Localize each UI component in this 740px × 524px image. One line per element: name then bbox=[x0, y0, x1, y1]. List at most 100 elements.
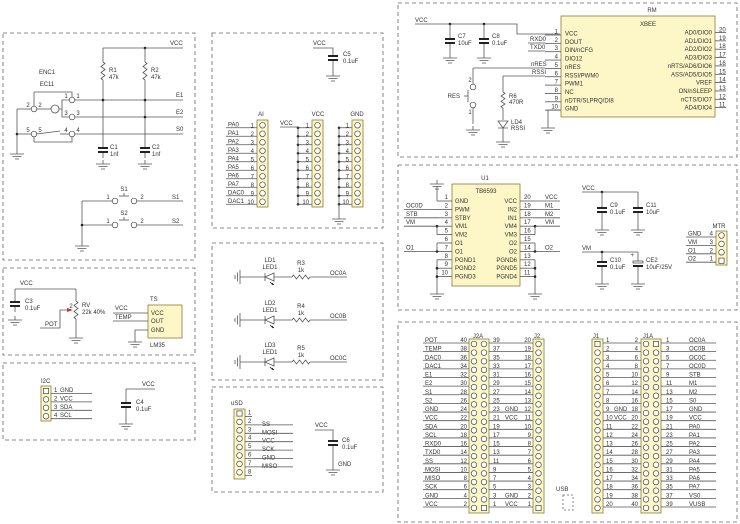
pin-circle-icon bbox=[236, 427, 243, 434]
pin-number: 13 bbox=[606, 442, 613, 448]
pin-number: 10 bbox=[247, 200, 254, 206]
pin-number: 26 bbox=[460, 398, 467, 404]
ground-icon bbox=[595, 229, 609, 236]
junction-dot bbox=[80, 223, 84, 227]
pin-circle-icon bbox=[30, 130, 38, 138]
pin-square-icon bbox=[481, 505, 487, 511]
pin-name: VM1 bbox=[455, 224, 468, 230]
encoder-knob-icon bbox=[50, 104, 60, 114]
net-label: OC0C bbox=[689, 355, 706, 361]
pin-number: 19 bbox=[666, 416, 673, 422]
pin-number: 1 bbox=[445, 195, 449, 201]
pin-circle-icon bbox=[30, 105, 38, 113]
pin-name: PGND1 bbox=[455, 258, 476, 264]
pin-number: 10 bbox=[524, 424, 531, 430]
ai-header-ref: AI bbox=[258, 112, 264, 118]
pin-circle-icon bbox=[480, 418, 488, 425]
label: 0.1uF bbox=[610, 265, 626, 271]
pin-circle-icon bbox=[642, 461, 650, 468]
net-label-m2: M2 bbox=[545, 212, 554, 218]
pin-circle-icon bbox=[535, 427, 542, 434]
pin-circle-icon bbox=[652, 349, 660, 356]
pin-circle-icon bbox=[594, 444, 601, 451]
pin-circle-icon bbox=[594, 418, 601, 425]
pin-circle-icon bbox=[535, 444, 542, 451]
capacitor-icon bbox=[479, 38, 489, 44]
pin-circle-icon bbox=[594, 409, 601, 417]
pin-circle-icon bbox=[594, 392, 601, 399]
pin-number: 1 bbox=[346, 123, 350, 129]
pin-number: 9 bbox=[445, 262, 449, 268]
pin-circle-icon bbox=[480, 444, 488, 451]
capacitor-icon bbox=[140, 147, 150, 153]
pin-number: 9 bbox=[251, 191, 255, 197]
pin-number: 18 bbox=[460, 433, 467, 439]
pin-circle-icon bbox=[480, 461, 488, 468]
pin-square-icon bbox=[236, 410, 243, 417]
pin-circle-icon bbox=[480, 470, 488, 477]
pin-name: O1 bbox=[455, 241, 464, 247]
pin-circle-icon bbox=[259, 198, 266, 205]
net-label: PA7 bbox=[228, 182, 240, 188]
panel-xbee bbox=[397, 2, 738, 158]
pin-circle-icon bbox=[642, 478, 650, 486]
resistor-ref: R2 bbox=[151, 68, 159, 74]
pin-circle-icon bbox=[642, 496, 650, 503]
wire bbox=[40, 309, 67, 329]
led-light-icon bbox=[269, 366, 275, 371]
pin-number: 9 bbox=[666, 373, 670, 379]
pin-number: 3 bbox=[555, 46, 559, 52]
ground-icon bbox=[496, 141, 510, 148]
pin-number: 3 bbox=[54, 405, 58, 411]
pin-number: 8 bbox=[528, 442, 532, 448]
net-label-txd0: TXD0 bbox=[530, 45, 546, 51]
label: 5 bbox=[26, 128, 30, 134]
net-label: VCC bbox=[689, 416, 702, 422]
xbee-module bbox=[560, 15, 716, 118]
net-label: PA7 bbox=[689, 485, 701, 491]
pin-number: 8 bbox=[251, 183, 255, 189]
label: C11 bbox=[646, 203, 657, 209]
junction-dot bbox=[435, 275, 439, 278]
pin-name: VCC bbox=[565, 32, 578, 38]
pin-number: 14 bbox=[631, 390, 638, 396]
pin-number: 3 bbox=[666, 347, 670, 353]
net-label-vcc: VCC bbox=[115, 306, 128, 312]
pin-circle-icon bbox=[535, 478, 542, 486]
pin-number: 16 bbox=[606, 467, 613, 473]
pin-name: VREF bbox=[696, 81, 712, 87]
pin-number: 4 bbox=[251, 149, 255, 155]
pin-number: 32 bbox=[460, 373, 467, 379]
pin-circle-icon bbox=[480, 384, 488, 391]
pin-number: 13 bbox=[719, 86, 726, 92]
pin-number: 31 bbox=[666, 467, 673, 473]
pin-number: 17 bbox=[719, 53, 726, 59]
pin-number: 16 bbox=[460, 442, 467, 448]
pin-circle-icon bbox=[354, 198, 361, 205]
j2-ref: J2 bbox=[534, 334, 541, 340]
pin-name: PWM bbox=[455, 207, 470, 213]
led-icon bbox=[264, 272, 275, 282]
ground-icon bbox=[128, 341, 142, 348]
ground-icon bbox=[138, 163, 152, 170]
pin-name: PGND2 bbox=[455, 266, 476, 272]
pin-number: 23 bbox=[493, 407, 500, 413]
pin-number: 36 bbox=[631, 485, 638, 491]
pin-number: 13 bbox=[666, 390, 673, 396]
pin-number: 35 bbox=[666, 485, 673, 491]
pin-name: nCTS/DIO7 bbox=[681, 97, 713, 103]
panel-usd bbox=[211, 386, 384, 493]
pin-circle-icon bbox=[470, 409, 478, 417]
ground-icon bbox=[96, 163, 110, 170]
pin-circle-icon bbox=[480, 366, 488, 374]
net-label: PA0 bbox=[228, 122, 240, 128]
sensor-pin-name: OUT bbox=[151, 319, 164, 325]
pin-number: 18 bbox=[606, 485, 613, 491]
ground-icon bbox=[430, 293, 444, 300]
panel-connectors bbox=[397, 321, 738, 523]
pin-circle-icon bbox=[470, 384, 478, 391]
pin-circle-icon bbox=[642, 401, 650, 408]
ground-icon bbox=[595, 283, 609, 290]
pin-number: 12 bbox=[524, 262, 531, 268]
